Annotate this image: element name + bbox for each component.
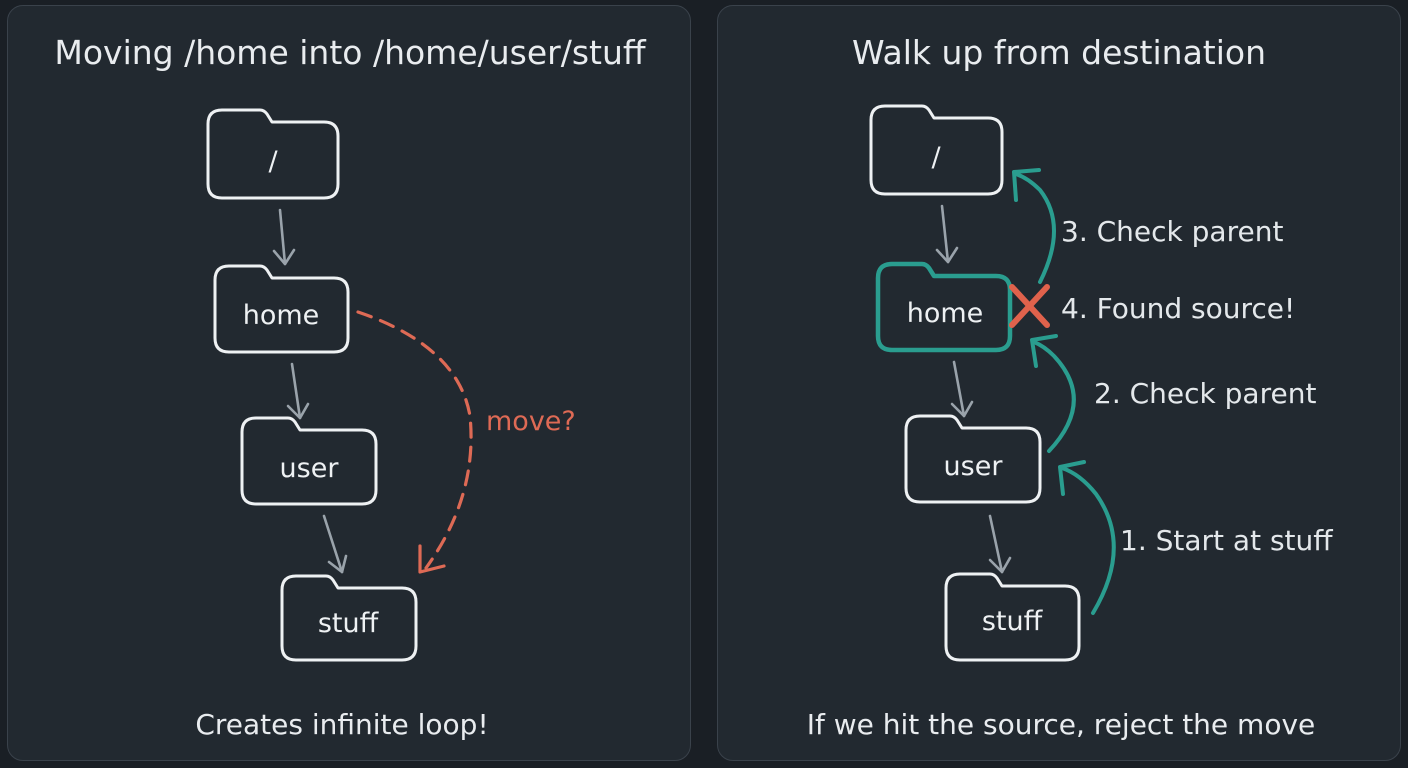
- folder-icon: [869, 104, 1004, 196]
- solution-diagram: Walk up from destination / home user: [807, 33, 1334, 741]
- step-label-4: 4. Found source!: [1061, 292, 1295, 325]
- folder-icon: [213, 264, 350, 354]
- tree-arrow: [322, 514, 348, 574]
- folder-root: /: [869, 104, 1004, 196]
- tree-arrow: [286, 362, 310, 420]
- move-label: move?: [486, 406, 576, 437]
- folder-home: home: [213, 264, 350, 354]
- folder-icon: [206, 108, 340, 200]
- folder-stuff: stuff: [280, 574, 418, 662]
- step-label-2: 2. Check parent: [1094, 377, 1316, 410]
- folder-icon: [944, 572, 1081, 662]
- folder-label: home: [243, 300, 320, 331]
- folder-icon: [280, 574, 418, 662]
- folder-label: stuff: [982, 606, 1044, 637]
- panel-problem: Moving /home into /home/user/stuff / hom…: [7, 5, 691, 761]
- folder-stuff: stuff: [944, 572, 1081, 662]
- folder-label: stuff: [318, 608, 380, 639]
- tree-arrow: [950, 360, 974, 418]
- folder-label: user: [944, 451, 1004, 482]
- walk-arrow-3: [1012, 168, 1056, 284]
- folder-label: /: [931, 142, 941, 173]
- folder-root: /: [206, 108, 340, 200]
- move-arrow: [356, 310, 473, 574]
- folder-user: user: [904, 414, 1042, 504]
- folder-label: /: [268, 146, 278, 177]
- tree-arrow: [988, 514, 1012, 574]
- panel-title: Walk up from destination: [852, 33, 1266, 72]
- folder-home-source: home: [875, 261, 1013, 353]
- walk-arrow-2: [1030, 334, 1076, 453]
- panel-solution: Walk up from destination / home user: [717, 5, 1401, 761]
- folder-user: user: [240, 416, 378, 506]
- folder-label: user: [280, 453, 340, 484]
- folder-label: home: [907, 298, 984, 329]
- found-source-x-icon: [1009, 284, 1050, 328]
- walk-arrow-1: [1058, 460, 1116, 615]
- step-label-3: 3. Check parent: [1061, 215, 1283, 248]
- panel-caption: If we hit the source, reject the move: [807, 708, 1316, 741]
- tree-arrow: [272, 208, 296, 266]
- step-label-1: 1. Start at stuff: [1120, 524, 1333, 557]
- folder-icon: [904, 414, 1042, 504]
- tree-arrow: [935, 204, 959, 264]
- panel-caption: Creates infinite loop!: [195, 708, 488, 741]
- problem-diagram: Moving /home into /home/user/stuff / hom…: [54, 33, 647, 741]
- panel-title: Moving /home into /home/user/stuff: [54, 33, 647, 72]
- folder-icon: [875, 261, 1013, 353]
- folder-icon: [240, 416, 378, 506]
